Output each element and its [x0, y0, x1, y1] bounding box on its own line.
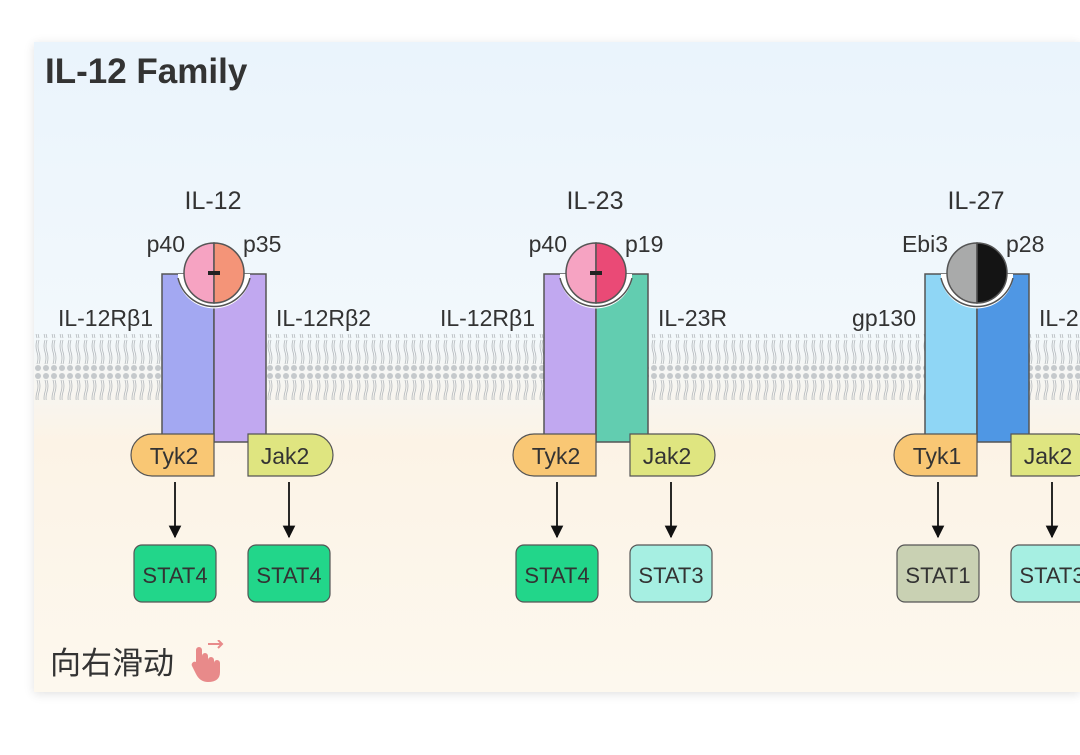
kinase-right-label: Jak2: [1024, 443, 1073, 469]
kinase-right-label: Jak2: [261, 443, 310, 469]
ligand-right-label: p35: [243, 231, 281, 257]
swipe-hand-icon: [188, 638, 226, 692]
kinase-left: [130, 433, 215, 477]
stat-left-label: STAT1: [905, 563, 970, 588]
stat-right-label: STAT4: [256, 563, 321, 588]
ligand-right-subunit: [213, 242, 245, 304]
ligand-link: [208, 271, 220, 275]
ligand-right-label: p19: [625, 231, 663, 257]
receptor-right-label: IL-23R: [658, 305, 727, 331]
receptor-left-label: IL-12Rβ1: [440, 305, 535, 331]
ligand-right-subunit: [595, 242, 627, 304]
ligand-left-subunit: [565, 242, 597, 304]
kinase-right: [1010, 433, 1080, 477]
stat-right-label: STAT3: [638, 563, 703, 588]
kinase-left-label: Tyk1: [913, 443, 962, 469]
receptor-left-label: IL-12Rβ1: [58, 305, 153, 331]
stat-left-box: [133, 544, 217, 603]
swipe-hint-text: 向右滑动: [50, 646, 174, 682]
kinase-left: [512, 433, 597, 477]
stat-left-label: STAT4: [142, 563, 207, 588]
ligand-left-subunit: [946, 242, 978, 304]
ligand-cradle-outline: [559, 277, 633, 308]
stat-right-box: [629, 544, 713, 603]
ligand-link: [590, 271, 602, 275]
ligand-left-subunit: [183, 242, 215, 304]
ligand-cradle-outline: [940, 277, 1014, 308]
ligand-left-label: Ebi3: [902, 231, 948, 257]
ligand-right-subunit: [976, 242, 1008, 304]
stat-left-label: STAT4: [524, 563, 589, 588]
kinase-right: [247, 433, 334, 477]
stat-left-box: [515, 544, 599, 603]
swipe-hint: 向右滑动: [50, 638, 226, 692]
ligand-right-label: p28: [1006, 231, 1044, 257]
ligand-cradle-outline: [177, 277, 251, 308]
cytokine-label: IL-23: [567, 187, 624, 215]
stat-right-box: [247, 544, 331, 603]
cytokine-label: IL-12: [185, 187, 242, 215]
cytokine-label: IL-27: [948, 187, 1005, 215]
kinase-right: [629, 433, 716, 477]
receptor-right-label: IL-2: [1039, 305, 1079, 331]
stat-left-box: [896, 544, 980, 603]
kinase-left-label: Tyk2: [150, 443, 199, 469]
page-title: IL-12 Family: [45, 52, 248, 91]
ligand-left-label: p40: [529, 231, 567, 257]
stat-right-box: [1010, 544, 1080, 603]
kinase-right-label: Jak2: [643, 443, 692, 469]
receptor-left-label: gp130: [852, 305, 916, 331]
ligand-left-label: p40: [147, 231, 185, 257]
kinase-left: [893, 433, 978, 477]
kinase-left-label: Tyk2: [532, 443, 581, 469]
stat-right-label: STAT3: [1019, 563, 1080, 588]
receptor-right-label: IL-12Rβ2: [276, 305, 371, 331]
